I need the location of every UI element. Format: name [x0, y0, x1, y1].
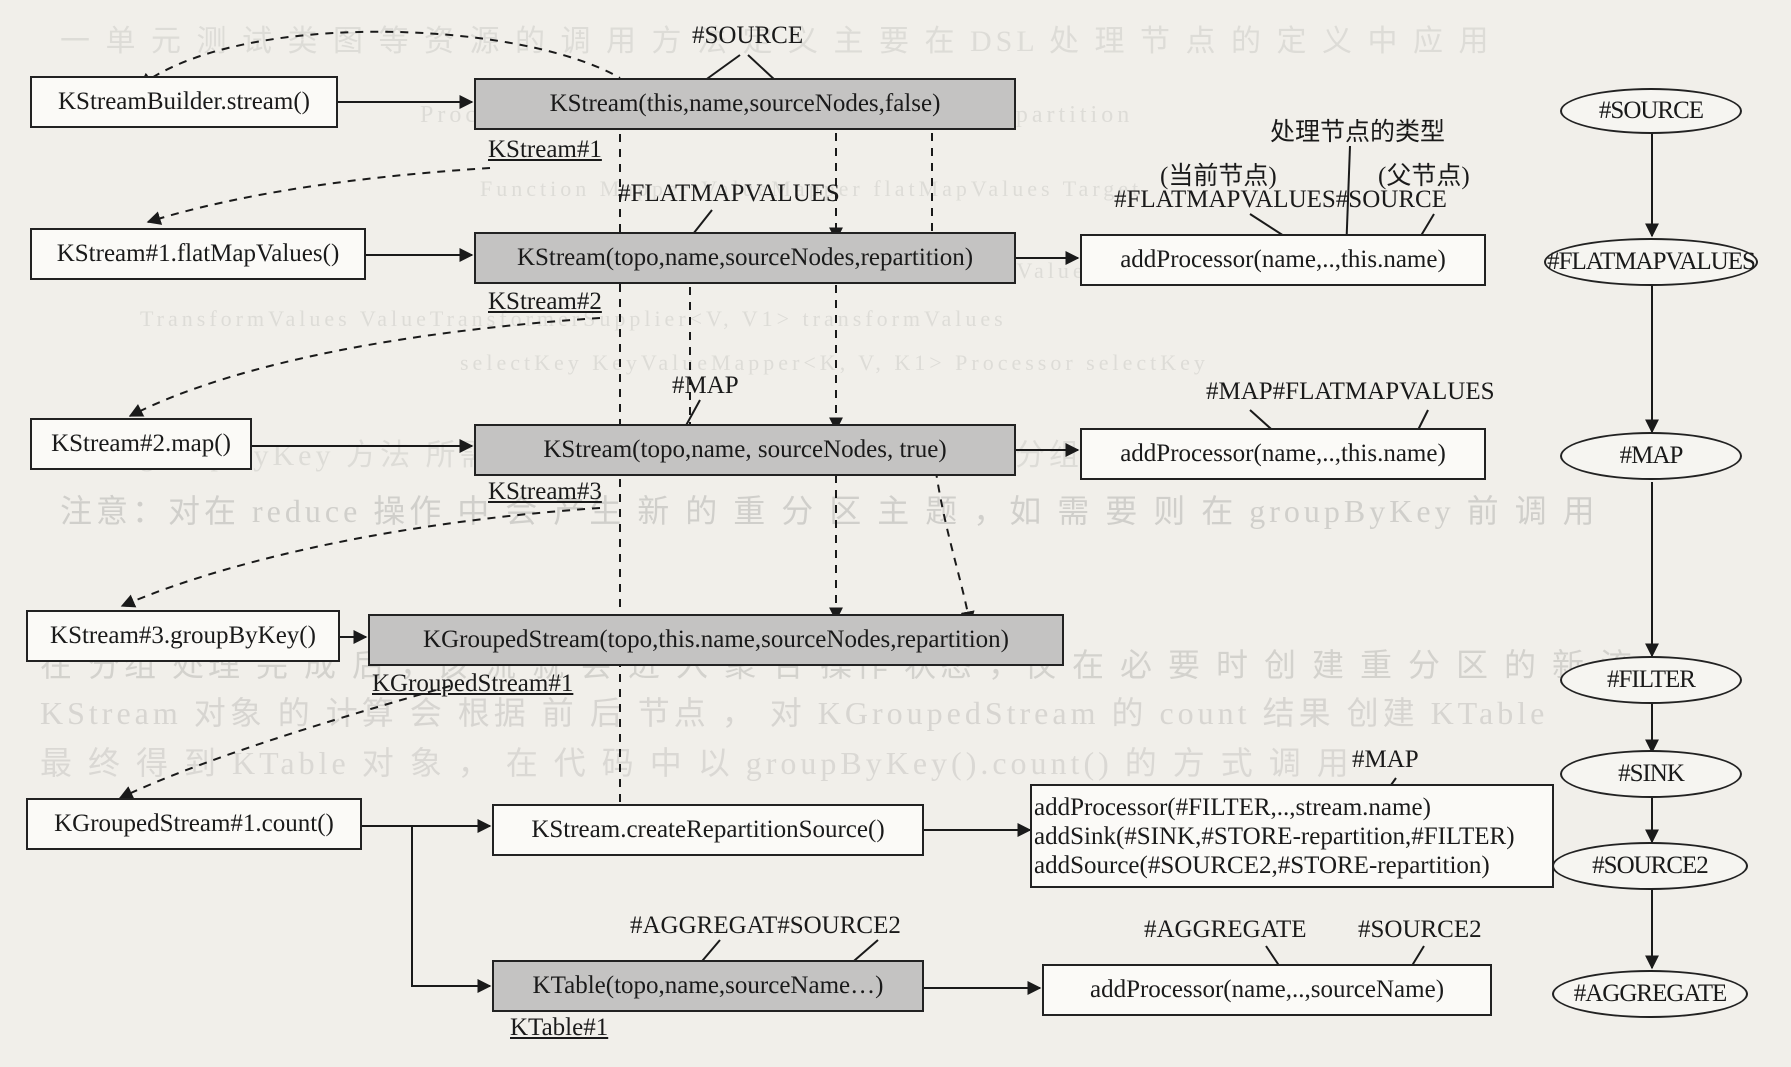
annotation-node-type: 处理节点的类型 — [1270, 119, 1446, 146]
topology-node-sink: #SINK — [1560, 750, 1742, 798]
annotation-source2-tag: #SOURCE2 — [1358, 916, 1482, 943]
map-add-processor-box: addProcessor(name,..,this.name) — [1080, 428, 1486, 480]
kstream-source-box: KStream(this,name,sourceNodes,false) — [474, 78, 1016, 130]
repartition-line-filter: addProcessor(#FILTER,..,stream.name) — [1034, 793, 1431, 821]
annotation-map-tags: #MAP#FLATMAPVALUES — [1206, 378, 1495, 405]
topology-node-source2: #SOURCE2 — [1552, 842, 1748, 890]
flatmapvalues-call-box: KStream#1.flatMapValues() — [30, 228, 366, 280]
repartition-line-source2: addSource(#SOURCE2,#STORE-repartition) — [1034, 851, 1490, 879]
annotation-aggregate-tag: #AGGREGATE — [1144, 916, 1307, 943]
instance-label-kgroupedstream1: KGroupedStream#1 — [372, 670, 574, 697]
repartition-topology-box: addProcessor(#FILTER,..,stream.name) add… — [1030, 784, 1554, 888]
instance-label-kstream3: KStream#3 — [488, 478, 602, 505]
dashed-call-curve — [138, 30, 621, 87]
count-call-box: KGroupedStream#1.count() — [26, 798, 362, 850]
create-repartition-source-box: KStream.createRepartitionSource() — [492, 804, 924, 856]
instance-label-kstream1: KStream#1 — [488, 136, 602, 163]
groupbykey-call-box: KStream#3.groupByKey() — [26, 610, 340, 662]
instance-label-ktable1: KTable#1 — [510, 1014, 609, 1041]
topology-node-flatmapvalues: #FLATMAPVALUES — [1544, 238, 1758, 286]
ktable-box: KTable(topo,name,sourceName…) — [492, 960, 924, 1012]
aggregate-add-processor-box: addProcessor(name,..,sourceName) — [1042, 964, 1492, 1016]
flow-arrow — [411, 826, 492, 993]
tag-aggregate-source2: #AGGREGAT#SOURCE2 — [630, 912, 901, 939]
topology-node-map: #MAP — [1560, 432, 1742, 480]
kgroupedstream-box: KGroupedStream(topo,this.name,sourceNode… — [368, 614, 1064, 666]
topology-node-filter: #FILTER — [1560, 656, 1742, 704]
kstream-map-box: KStream(topo,name, sourceNodes, true) — [474, 424, 1016, 476]
topology-node-aggregate: #AGGREGATE — [1552, 970, 1748, 1018]
tag-flatmapvalues: #FLATMAPVALUES — [618, 180, 840, 207]
repartition-line-sink: addSink(#SINK,#STORE-repartition,#FILTER… — [1034, 822, 1515, 850]
flatmap-add-processor-box: addProcessor(name,..,this.name) — [1080, 234, 1486, 286]
stream-builder-box: KStreamBuilder.stream() — [30, 76, 338, 128]
annotation-current-node: (当前节点) — [1160, 163, 1277, 190]
annotation-parent-node: (父节点) — [1378, 163, 1470, 190]
dashed-call-curve — [118, 685, 451, 799]
kstream-flatmap-box: KStream(topo,name,sourceNodes,repartitio… — [474, 232, 1016, 284]
instance-label-kstream2: KStream#2 — [488, 288, 602, 315]
dashed-call-curve — [146, 167, 491, 225]
map-call-box: KStream#2.map() — [30, 418, 252, 470]
annotation-repartition-tag: #MAP — [1352, 746, 1419, 773]
dashed-vertical — [931, 439, 975, 626]
tag-map: #MAP — [672, 372, 739, 399]
annotation-flatmap-tags: #FLATMAPVALUES#SOURCE — [1114, 186, 1447, 213]
topology-node-source: #SOURCE — [1560, 88, 1742, 134]
tag-source: #SOURCE — [692, 22, 804, 49]
